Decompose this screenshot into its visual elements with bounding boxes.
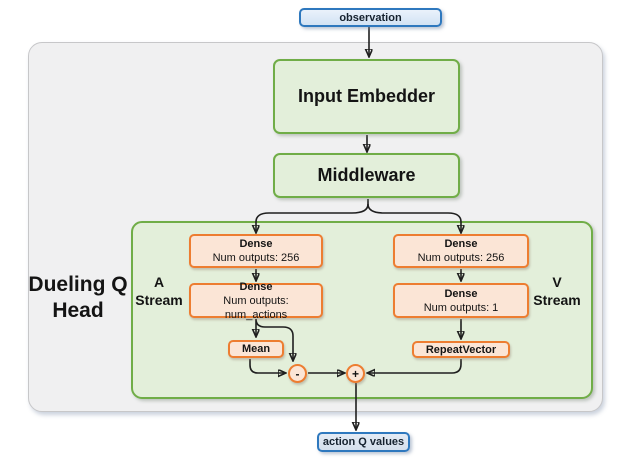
op-plus-circle: +	[346, 364, 365, 383]
node-middleware-label: Middleware	[317, 165, 416, 185]
a-stream-label-line1: A	[153, 274, 165, 290]
op-minus-label: -	[295, 366, 300, 381]
v-stream-label: V Stream	[527, 273, 587, 309]
node-observation-label: observation	[339, 11, 402, 24]
dueling-q-head-label: Dueling Q Head	[28, 272, 128, 324]
node-dense-a1: Dense Num outputs: 256	[189, 234, 323, 268]
op-plus-label: +	[351, 366, 359, 381]
op-minus-circle: -	[288, 364, 307, 383]
v-stream-label-line1: V	[552, 274, 562, 290]
node-dense-a2-title: Dense	[239, 280, 273, 293]
node-repeat-vector: RepeatVector	[412, 341, 510, 358]
node-dense-a2-detail: Num outputs: num_actions	[223, 294, 289, 321]
node-input-embedder: Input Embedder	[273, 59, 460, 134]
dueling-q-head-label-line1: Dueling Q	[28, 273, 128, 296]
node-dense-v1-title: Dense	[444, 238, 478, 250]
a-stream-label-line2: Stream	[135, 292, 183, 308]
node-middleware: Middleware	[273, 153, 460, 198]
node-mean-label: Mean	[241, 343, 271, 355]
node-action-q-values-label: action Q values	[322, 436, 405, 448]
v-stream-label-line2: Stream	[533, 292, 581, 308]
node-dense-v2: Dense Num outputs: 1	[393, 283, 529, 318]
dueling-q-head-label-line2: Head	[52, 299, 104, 322]
node-dense-v2-detail: Num outputs: 1	[423, 301, 499, 314]
node-dense-v1-detail: Num outputs: 256	[417, 252, 505, 264]
node-input-embedder-label: Input Embedder	[297, 86, 435, 106]
node-dense-v1: Dense Num outputs: 256	[393, 234, 529, 268]
node-action-q-values: action Q values	[317, 432, 410, 452]
node-mean: Mean	[228, 340, 284, 358]
node-dense-a2: Dense Num outputs: num_actions	[189, 280, 323, 321]
node-repeat-vector-label: RepeatVector	[425, 343, 497, 356]
a-stream-label: A Stream	[129, 273, 189, 309]
node-dense-v2-title: Dense	[444, 287, 478, 300]
node-dense-a1-detail: Num outputs: 256	[212, 252, 300, 264]
node-dense-a1-title: Dense	[239, 238, 273, 250]
node-observation: observation	[299, 8, 442, 27]
